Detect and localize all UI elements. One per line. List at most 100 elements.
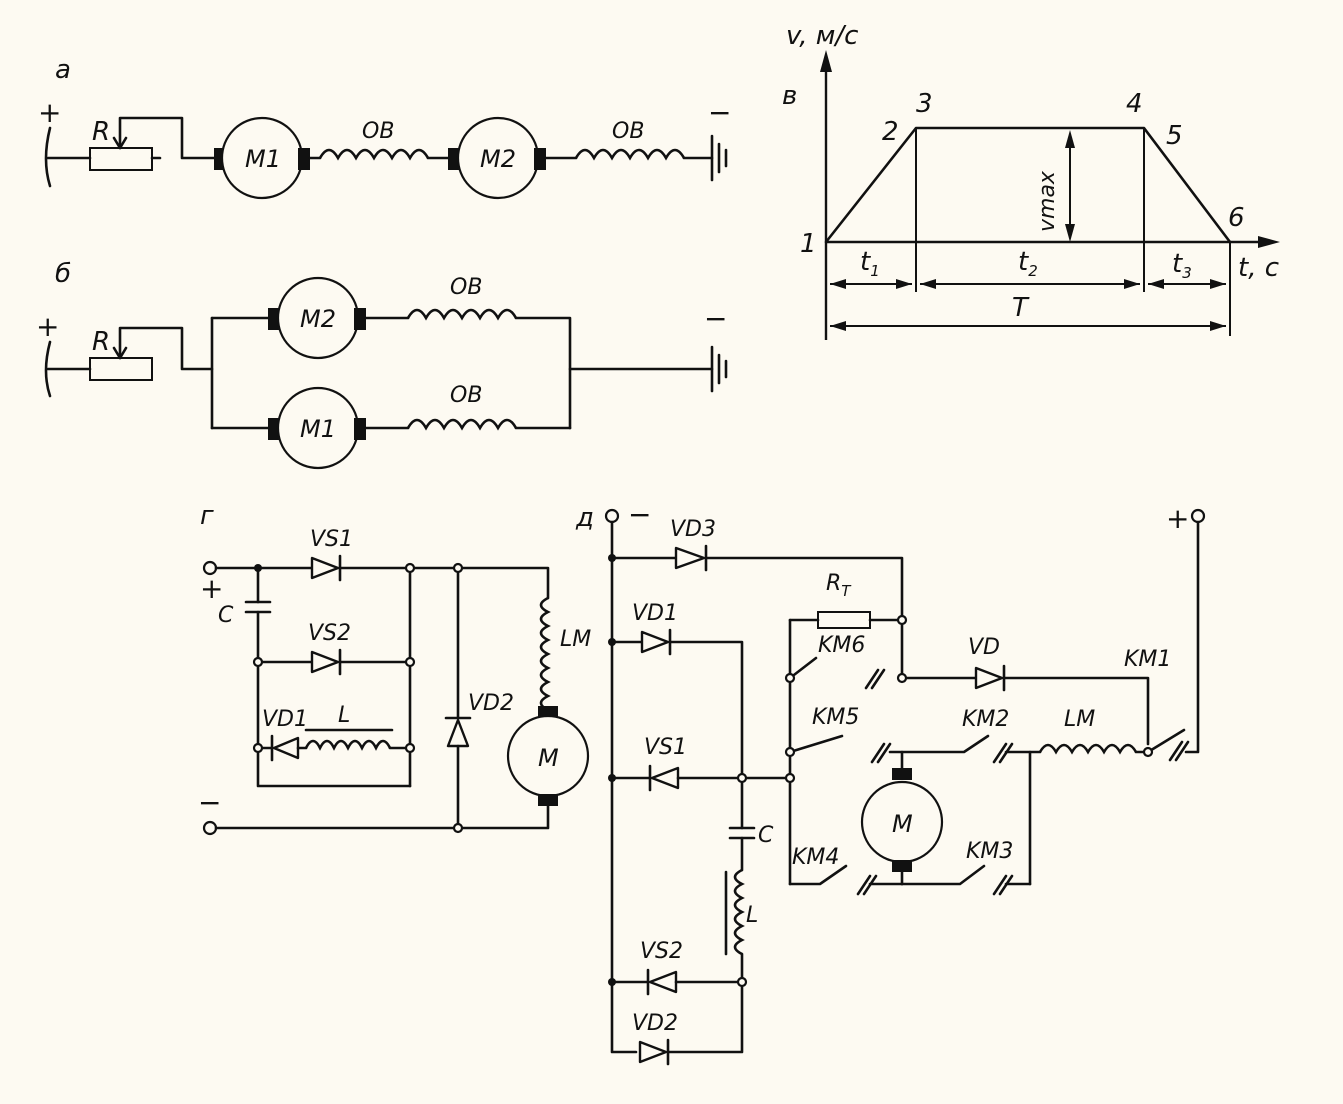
circuit-g-vd2-diode (446, 718, 470, 748)
circuit-g-vd1-label: VD1 (262, 707, 308, 732)
circuit-b-brush (354, 418, 366, 440)
graph-t2-label: t2 (1018, 247, 1038, 280)
circuit-b-field-winding-top (406, 308, 518, 321)
circuit-b-brush (268, 418, 280, 440)
circuit-g-c-label: C (218, 603, 234, 628)
circuit-d-vs1-thyristor (650, 766, 680, 790)
circuit-g-node (404, 656, 416, 668)
circuit-b-minus-sign: − (704, 302, 727, 335)
circuit-g-lm-label: LM (560, 627, 591, 652)
circuit-b-wiper-arrow (112, 346, 128, 360)
circuit-a-resistor-label: R (92, 117, 110, 147)
graph-dim-arrowhead (1148, 279, 1164, 289)
circuit-b-ground-icon (710, 345, 728, 393)
circuit-d-minus-terminal[interactable] (604, 508, 620, 524)
circuit-d-node (608, 774, 616, 782)
circuit-d-vd3-diode (674, 546, 706, 570)
circuit-d-capacitor-c (728, 826, 756, 840)
circuit-d-wire (666, 952, 744, 1054)
circuit-d-km1-label: KM1 (1124, 647, 1171, 672)
circuit-d-node (736, 772, 748, 784)
circuit-g-inductor-l (304, 739, 392, 751)
circuit-d-km1-contact[interactable] (1146, 728, 1186, 754)
circuit-d-brush (892, 768, 912, 780)
circuit-g-wire (338, 566, 550, 600)
graph-dim-arrowhead (1210, 321, 1226, 331)
circuit-b-field-winding-bottom (406, 418, 518, 431)
circuit-d-c-label: C (758, 823, 774, 848)
circuit-a-field-winding-2 (574, 148, 686, 161)
circuit-d-km6-contact[interactable] (788, 656, 818, 680)
circuit-b-motor-m2-label: M2 (300, 305, 336, 333)
graph-y-label: v, м/с (786, 21, 858, 51)
circuit-d-wire (668, 640, 744, 780)
circuit-d-km2-label: KM2 (962, 707, 1009, 732)
circuit-a-wiper-arrow (112, 136, 128, 150)
circuit-g-vd1-diode (272, 736, 300, 760)
circuit-g-plus-sign: + (200, 572, 223, 605)
circuit-b-resistor-label: R (92, 327, 110, 357)
circuit-d-vs2-thyristor (648, 970, 678, 994)
circuit-g-vs2-label: VS2 (308, 621, 351, 646)
circuit-a-motor-m1-label: M1 (245, 145, 281, 173)
graph-dim-arrowhead (1210, 279, 1226, 289)
circuit-d-brush (892, 860, 912, 872)
circuit-g-node (404, 562, 416, 574)
graph-point-6: 6 (1228, 203, 1245, 233)
circuit-d-km6-label: KM6 (818, 633, 865, 658)
circuit-g-motor-winding-lm (539, 596, 551, 712)
circuit-g-node (254, 564, 262, 572)
circuit-d-km5-contact[interactable] (788, 734, 844, 754)
circuit-g-vs1-thyristor (310, 556, 340, 580)
circuit-b-plus-terminal (44, 340, 52, 398)
circuit-a-winding2-label: ОВ (612, 119, 644, 144)
circuit-d-km3-contact[interactable] (900, 864, 986, 886)
circuit-d-km3-label: KM3 (966, 839, 1013, 864)
graph-point-4: 4 (1126, 89, 1143, 119)
circuit-d-plus-sign: + (1166, 502, 1189, 535)
circuit-g-vs1-label: VS1 (310, 527, 353, 552)
graph-y-axis-arrow (820, 50, 832, 72)
graph-dim-arrowhead (1124, 279, 1140, 289)
circuit-b-wiper-wire (118, 326, 214, 371)
circuit-d-vs1-label: VS1 (644, 735, 687, 760)
graph-vmax-arrowhead-up (1065, 130, 1075, 148)
circuit-g-node (452, 822, 464, 834)
circuit-d-l-label: L (746, 903, 758, 928)
circuit-b-winding-bottom-label: ОВ (450, 383, 482, 408)
graph-dim-arrowhead (920, 279, 936, 289)
speed-time-graph: в v, м/с t, с vmax 1 2 3 4 5 6 t1 t2 (782, 21, 1280, 340)
circuit-a-ground-icon (710, 134, 728, 182)
circuit-d-motor-winding-lm (1038, 743, 1138, 755)
circuit-d-minus-sign: − (628, 498, 651, 531)
circuit-b-resistor (89, 357, 153, 381)
circuit-d-km4-contact[interactable] (788, 864, 848, 886)
circuit-a-minus-sign: − (708, 96, 731, 129)
circuit-g-wire (214, 804, 550, 830)
circuit-d-inductor-l (733, 868, 745, 956)
circuit-d-km1-arc-icon (1168, 740, 1190, 762)
circuit-d-vs2-label: VS2 (640, 939, 683, 964)
circuit-g-minus-terminal[interactable] (202, 820, 218, 836)
circuit-d-node (608, 978, 616, 986)
circuit-g-node (252, 656, 264, 668)
graph-vmax-arrowhead-down (1065, 224, 1075, 242)
panel-label-b: б (55, 259, 71, 289)
circuit-d-km2-contact[interactable] (900, 734, 990, 754)
circuit-a-motor-m2-label: M2 (480, 145, 516, 173)
graph-point-5: 5 (1166, 121, 1183, 151)
circuit-g-capacitor-c (244, 600, 272, 614)
graph-point-2: 2 (882, 117, 899, 147)
circuit-g-node (252, 742, 264, 754)
circuit-d-lm-label: LM (1064, 707, 1095, 732)
circuit-a-winding1-label: ОВ (362, 119, 394, 144)
circuit-a-field-winding-1 (318, 148, 430, 161)
panel-label-g: г (200, 501, 214, 531)
circuit-d-plus-terminal[interactable] (1190, 508, 1206, 524)
circuit-d-pulse-control: д − + VD3 VD1 VS1 C L (575, 498, 1206, 1066)
circuit-b-parallel-motors: б + R M2 ОВ M1 ОВ − (36, 259, 728, 470)
graph-point-3: 3 (916, 89, 933, 119)
circuit-d-rt-label: RТ (826, 571, 852, 600)
